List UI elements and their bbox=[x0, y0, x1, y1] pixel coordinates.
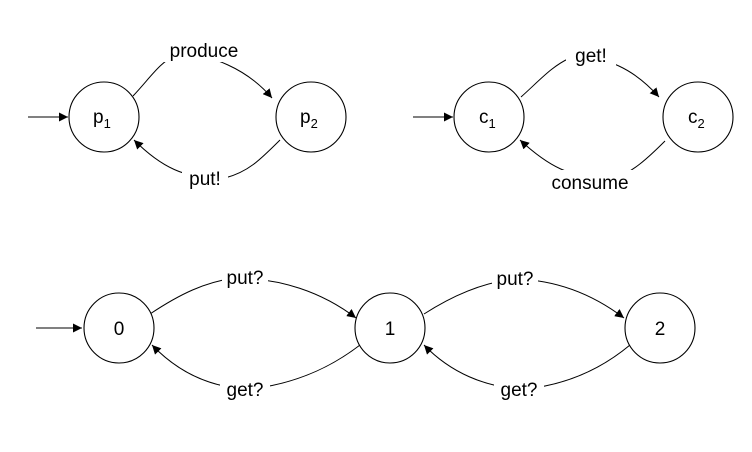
producer-label-put: put! bbox=[189, 169, 221, 190]
state-p2-label: p2 bbox=[300, 107, 318, 131]
state-1 bbox=[354, 292, 426, 364]
state-c2-label: c2 bbox=[688, 107, 705, 131]
state-0 bbox=[83, 292, 155, 364]
state-p1 bbox=[68, 81, 140, 153]
state-2-label: 2 bbox=[655, 319, 666, 340]
state-1-label: 1 bbox=[385, 319, 396, 340]
state-p1-label: p1 bbox=[93, 107, 111, 131]
buffer-label-put-right: put? bbox=[497, 269, 534, 290]
buffer-label-put-left: put? bbox=[227, 268, 264, 289]
consumer-label-consume: consume bbox=[551, 173, 628, 194]
consumer-label-get: get! bbox=[575, 46, 607, 67]
buffer-automaton: 0 1 2 put? get? put? get? bbox=[36, 265, 696, 401]
producer-label-produce: produce bbox=[170, 41, 239, 62]
state-c1-label: c1 bbox=[479, 107, 496, 131]
state-p2 bbox=[275, 81, 347, 153]
buffer-label-get-left: get? bbox=[227, 380, 264, 401]
state-2 bbox=[624, 292, 696, 364]
producer-automaton: p1 p2 produce put! bbox=[28, 38, 347, 190]
state-0-label: 0 bbox=[114, 319, 125, 340]
consumer-automaton: c1 c2 get! consume bbox=[413, 43, 734, 194]
state-c2 bbox=[662, 81, 734, 153]
buffer-label-get-right: get? bbox=[501, 380, 538, 401]
state-c1 bbox=[453, 81, 525, 153]
